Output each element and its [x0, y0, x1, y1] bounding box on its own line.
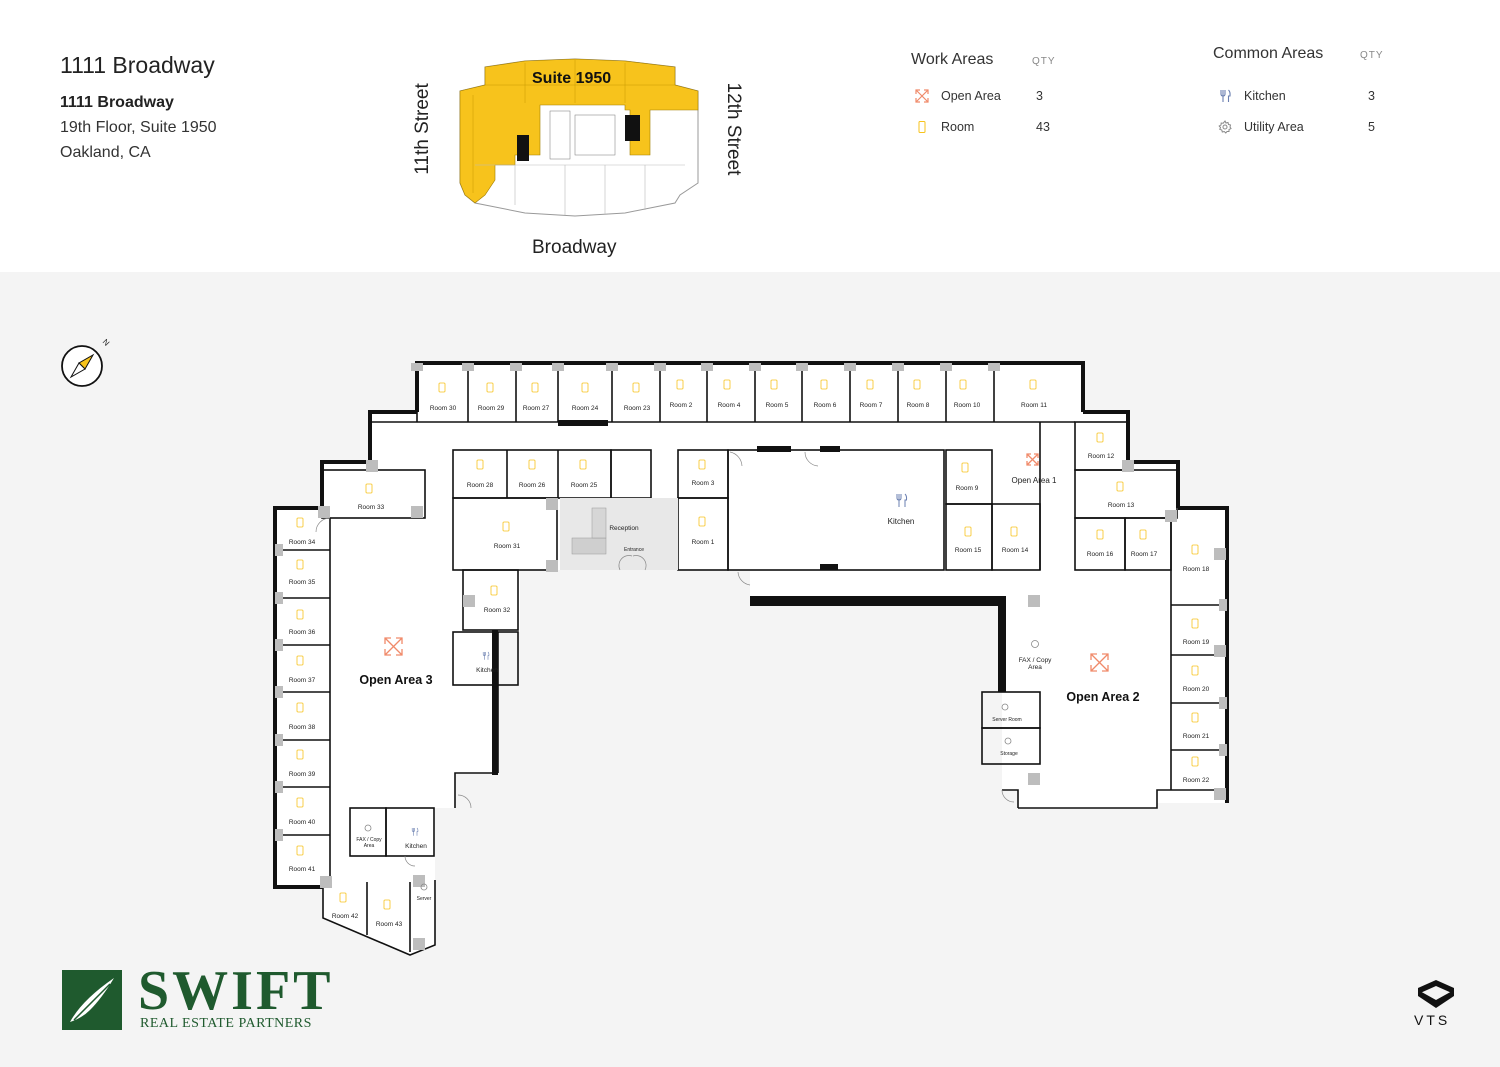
street-left: 11th Street: [412, 83, 433, 175]
room-15-label: Room 15: [955, 547, 982, 554]
legend-utility-qty: 5: [1368, 120, 1375, 134]
room-icon: [918, 121, 926, 133]
room-21-label: Room 21: [1183, 733, 1210, 740]
room-12-label: Room 12: [1088, 453, 1115, 460]
room-25-label: Room 25: [571, 482, 598, 489]
room-22-label: Room 22: [1183, 777, 1210, 784]
floor-suite: 19th Floor, Suite 1950: [60, 119, 217, 136]
compass-icon: [61, 345, 103, 387]
legend-kitchen-label: Kitchen: [1244, 89, 1286, 103]
open-area-2-label: Open Area 2: [1066, 690, 1139, 704]
room-4-label: Room 4: [718, 402, 741, 409]
vts-logo-text: VTS: [1414, 1012, 1451, 1028]
room-35-label: Room 35: [289, 579, 316, 586]
street-bottom: Broadway: [532, 237, 617, 258]
room-13-label: Room 13: [1108, 502, 1135, 509]
room-3-label: Room 3: [692, 480, 715, 487]
room-2-label: Room 2: [670, 402, 693, 409]
fax-copy-right-label-1: FAX / Copy: [1019, 657, 1053, 664]
room-37-label: Room 37: [289, 677, 316, 684]
room-42-label: Room 42: [332, 913, 359, 920]
room-32-label: Room 32: [484, 607, 511, 614]
server-label: Server: [417, 896, 432, 902]
legend-open-area-label: Open Area: [941, 89, 1001, 103]
storage-label: Storage: [1000, 751, 1018, 757]
city: Oakland, CA: [60, 144, 151, 161]
kitchen-lower-label: Kitchen: [405, 843, 427, 850]
room-41-label: Room 41: [289, 866, 316, 873]
key-plan-suite-label: Suite 1950: [532, 70, 612, 87]
gear-icon: [1218, 120, 1232, 134]
room-16-label: Room 16: [1087, 551, 1114, 558]
expand-arrows-icon: [915, 89, 929, 103]
room-10-label: Room 10: [954, 402, 981, 409]
open-area-3-label: Open Area 3: [359, 673, 432, 687]
legend-kitchen-qty: 3: [1368, 89, 1375, 103]
fax-copy-left-label-2: Area: [364, 843, 375, 849]
room-29-label: Room 29: [478, 405, 505, 412]
fax-copy-right-label-2: Area: [1028, 664, 1042, 671]
legend-common-qty-heading: QTY: [1360, 50, 1384, 61]
fork-knife-icon: [1220, 89, 1231, 102]
room-8-label: Room 8: [907, 402, 930, 409]
room-23-label: Room 23: [624, 405, 651, 412]
vts-logo-icon: [1418, 980, 1454, 1008]
company-logo-subtext: REAL ESTATE PARTNERS: [140, 1016, 312, 1031]
room-6-label: Room 6: [814, 402, 837, 409]
header-panel: 1111 Broadway 1111 Broadway 19th Floor, …: [0, 0, 1500, 272]
room-19-label: Room 19: [1183, 639, 1210, 646]
building-name: 1111 Broadway: [60, 94, 174, 111]
room-43-label: Room 43: [376, 921, 403, 928]
page-title: 1111 Broadway: [60, 52, 215, 78]
room-27-label: Room 27: [523, 405, 550, 412]
kitchen-small-label: Kitchen: [476, 667, 498, 674]
street-right: 12th Street: [723, 82, 744, 176]
legend-room-qty: 43: [1036, 120, 1050, 134]
room-40-label: Room 40: [289, 819, 316, 826]
legend-work-qty-heading: QTY: [1032, 56, 1056, 67]
room-5-label: Room 5: [766, 402, 789, 409]
legend-common-heading: Common Areas: [1213, 45, 1324, 62]
room-34-label: Room 34: [289, 539, 316, 546]
room-7-label: Room 7: [860, 402, 883, 409]
server-room-label: Server Room: [992, 717, 1021, 723]
room-9-label: Room 9: [956, 485, 979, 492]
room-30-label: Room 30: [430, 405, 457, 412]
room-14-label: Room 14: [1002, 547, 1029, 554]
room-20-label: Room 20: [1183, 686, 1210, 693]
room-31-label: Room 31: [494, 543, 521, 550]
key-plan: [459, 58, 699, 217]
room-28-label: Room 28: [467, 482, 494, 489]
room-17-label: Room 17: [1131, 551, 1158, 558]
kitchen-main-label: Kitchen: [888, 517, 915, 526]
room-39-label: Room 39: [289, 771, 316, 778]
room-26-label: Room 26: [519, 482, 546, 489]
room-11-label: Room 11: [1021, 402, 1047, 409]
legend-open-area-qty: 3: [1036, 89, 1043, 103]
room-38-label: Room 38: [289, 724, 316, 731]
room-33-label: Room 33: [358, 504, 385, 511]
open-area-1-label: Open Area 1: [1012, 476, 1057, 485]
room-36-label: Room 36: [289, 629, 316, 636]
room-18-label: Room 18: [1183, 566, 1210, 573]
fax-copy-left-label-1: FAX / Copy: [356, 837, 382, 843]
room-24-label: Room 24: [572, 405, 599, 412]
legend-room-label: Room: [941, 120, 975, 134]
swift-logo-icon: [62, 970, 122, 1030]
reception-label: Reception: [609, 525, 639, 532]
entrance-label: Entrance: [624, 547, 644, 553]
company-logo-text: SWIFT: [138, 960, 334, 1022]
room-1-label: Room 1: [692, 539, 715, 546]
legend-utility-label: Utility Area: [1244, 120, 1304, 134]
legend-work-heading: Work Areas: [911, 51, 994, 68]
